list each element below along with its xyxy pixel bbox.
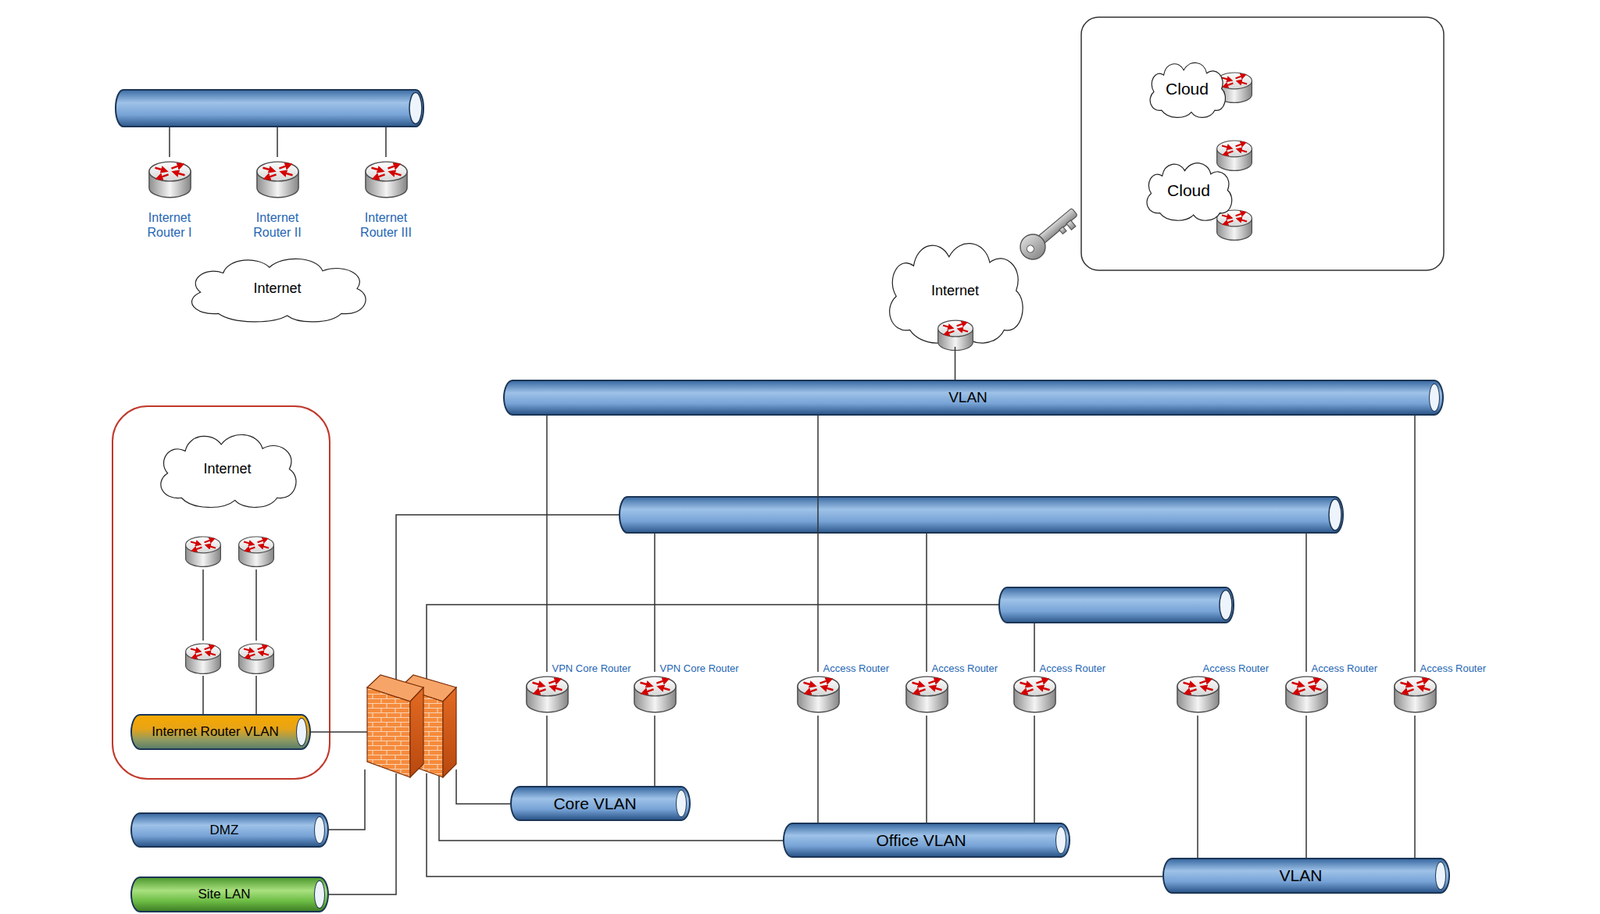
firewall-icon <box>367 675 457 778</box>
router-icon <box>1012 671 1058 716</box>
router-icon <box>1392 671 1438 716</box>
band-cap <box>1435 861 1447 890</box>
network-link <box>653 715 656 786</box>
router-icon <box>1217 140 1253 171</box>
router-node: VPN Core Router <box>525 671 570 716</box>
router-label: Access Router <box>1039 662 1107 675</box>
band-cap <box>314 816 325 844</box>
router-icon <box>239 536 275 567</box>
network-band: Core VLAN <box>510 785 691 822</box>
network-band: Office VLAN <box>782 822 1071 858</box>
network-link <box>954 346 957 380</box>
router-node: Internet Router II <box>255 157 300 201</box>
cloud-shape: Internet <box>879 234 1031 347</box>
router-icon <box>632 671 678 716</box>
router-node: VPN Core Router <box>632 671 678 716</box>
network-link <box>1414 715 1416 858</box>
router-label: VPN Core Router <box>660 662 740 675</box>
band-label: Internet Router VLAN <box>151 724 290 740</box>
router-label: Access Router <box>1311 662 1379 675</box>
router-icon <box>185 643 222 674</box>
router-node: Access Router <box>796 671 841 716</box>
router-node: Access Router <box>1284 671 1329 716</box>
group-frame <box>112 406 330 779</box>
router-icon <box>1284 671 1329 716</box>
network-band: Site LAN <box>130 876 329 913</box>
band-cap <box>314 880 325 909</box>
network-band <box>619 496 1343 533</box>
router-node: Access Router <box>1012 671 1058 716</box>
router-icon <box>936 317 975 353</box>
cloud-label: Internet <box>203 460 251 478</box>
router-node: Internet Router III <box>364 157 409 201</box>
network-link <box>1196 715 1199 858</box>
router-label: Access Router <box>1203 662 1270 675</box>
network-link <box>817 715 819 823</box>
network-link <box>1033 715 1036 823</box>
router-label: VPN Core Router <box>552 662 632 675</box>
network-link <box>546 715 548 786</box>
band-cap <box>296 717 308 747</box>
cloud-label: Internet <box>253 280 301 297</box>
band-cap <box>1055 826 1067 854</box>
network-link <box>546 415 548 672</box>
router-icon <box>1175 671 1221 716</box>
cloud-label: Cloud <box>1165 79 1209 99</box>
router-label: Access Router <box>932 662 999 675</box>
network-link <box>1305 715 1308 858</box>
cloud-shape: Cloud <box>1144 57 1230 120</box>
router-node: Internet Router I <box>147 157 193 201</box>
key-icon <box>1014 202 1083 265</box>
cloud-label: Internet <box>931 282 979 300</box>
router-icon <box>239 643 275 674</box>
network-link <box>817 415 819 672</box>
router-icon <box>525 671 570 716</box>
router-node: Access Router <box>1392 671 1438 716</box>
router-icon <box>904 671 950 716</box>
router-label: Internet Router II <box>246 210 309 241</box>
network-link <box>1414 415 1416 672</box>
router-label: Access Router <box>823 662 890 675</box>
router-icon <box>255 157 300 201</box>
network-link <box>925 715 928 823</box>
band-label: DMZ <box>210 822 250 839</box>
cloud-label: Cloud <box>1167 181 1211 200</box>
band-label: VLAN <box>1279 866 1334 886</box>
router-icon <box>1217 210 1253 240</box>
network-band <box>115 89 424 127</box>
router-icon <box>796 671 841 716</box>
network-band: VLAN <box>1162 857 1450 894</box>
router-label: Internet Router III <box>354 210 418 241</box>
router-node: Access Router <box>1175 671 1221 716</box>
router-icon <box>364 157 409 201</box>
band-label: VLAN <box>948 389 999 407</box>
band-label: Site LAN <box>197 886 261 903</box>
cloud-shape: Internet <box>150 428 304 511</box>
cloud-shape: Internet <box>178 253 376 325</box>
network-band: DMZ <box>130 812 329 848</box>
group-frame <box>1081 17 1444 271</box>
cloud-shape: Cloud <box>1140 157 1237 223</box>
band-label: Core VLAN <box>553 794 647 814</box>
router-node: Access Router <box>904 671 950 716</box>
router-label: Internet Router I <box>138 210 201 241</box>
band-cap <box>1428 383 1440 412</box>
network-band: VLAN <box>503 379 1444 416</box>
router-icon <box>185 536 222 567</box>
router-icon <box>147 157 193 201</box>
network-band <box>999 587 1234 623</box>
band-label: Office VLAN <box>875 831 977 850</box>
band-cap <box>675 789 687 818</box>
router-label: Access Router <box>1420 662 1487 675</box>
network-band: Internet Router VLAN <box>130 714 311 750</box>
